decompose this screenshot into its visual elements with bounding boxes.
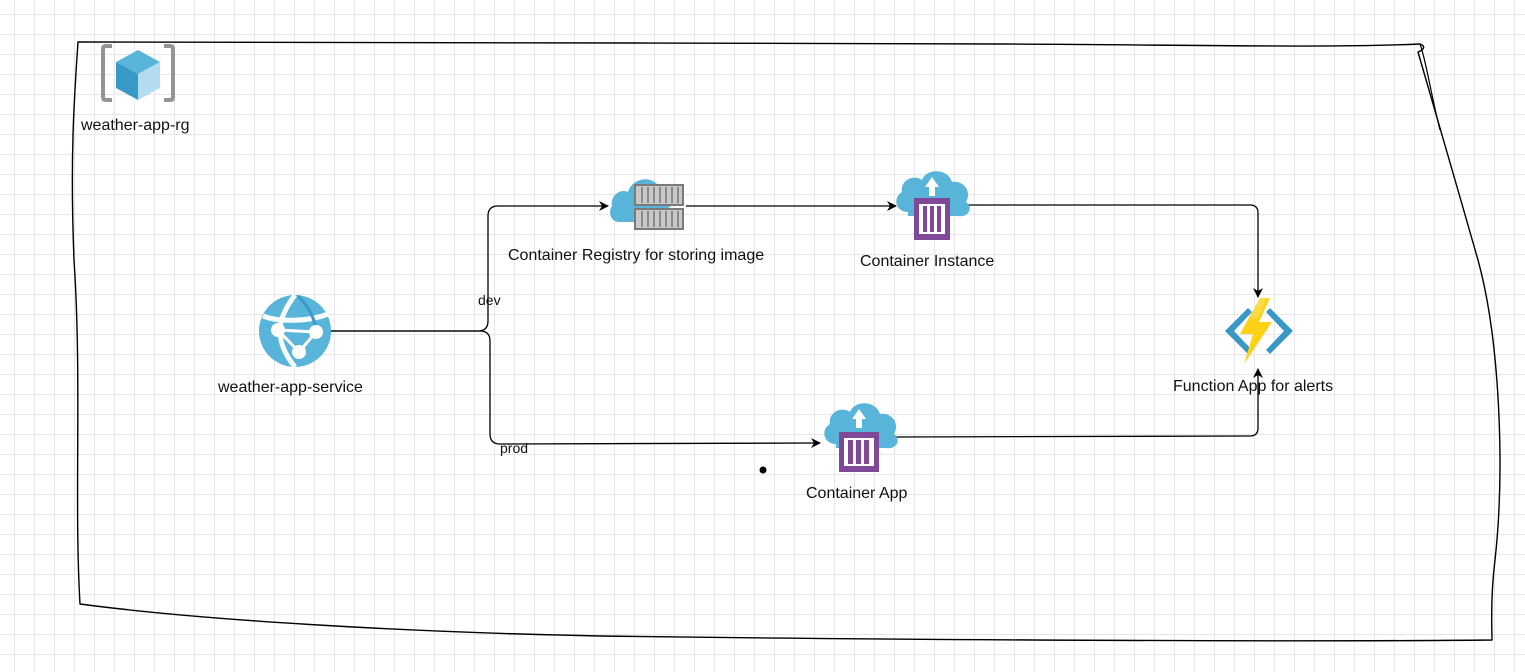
edge-service-to-containerapp[interactable] [330,330,821,449]
function-app-icon[interactable] [1225,298,1293,364]
node-label-registry: Container Registry for storing image [508,247,765,264]
resource-group-icon[interactable] [101,44,175,102]
container-instance-icon[interactable] [896,171,970,240]
edge-containerapp-to-function[interactable] [895,368,1263,438]
stray-dot [759,466,767,474]
resource-group-boundary[interactable] [71,41,1501,642]
edge-label-prod: prod [500,440,529,456]
container-app-icon[interactable] [824,403,898,472]
node-label-function: Function App for alerts [1173,378,1334,395]
edge-label-dev: dev [478,292,501,308]
edge-instance-to-function[interactable] [968,204,1263,298]
node-label-containerapp: Container App [806,485,908,502]
node-label-instance: Container Instance [860,253,995,270]
node-label-service: weather-app-service [218,379,363,396]
resource-group-label: weather-app-rg [81,117,190,134]
edge-service-to-registry[interactable] [330,201,609,332]
app-service-icon[interactable] [259,293,331,369]
container-registry-icon[interactable] [610,179,684,230]
